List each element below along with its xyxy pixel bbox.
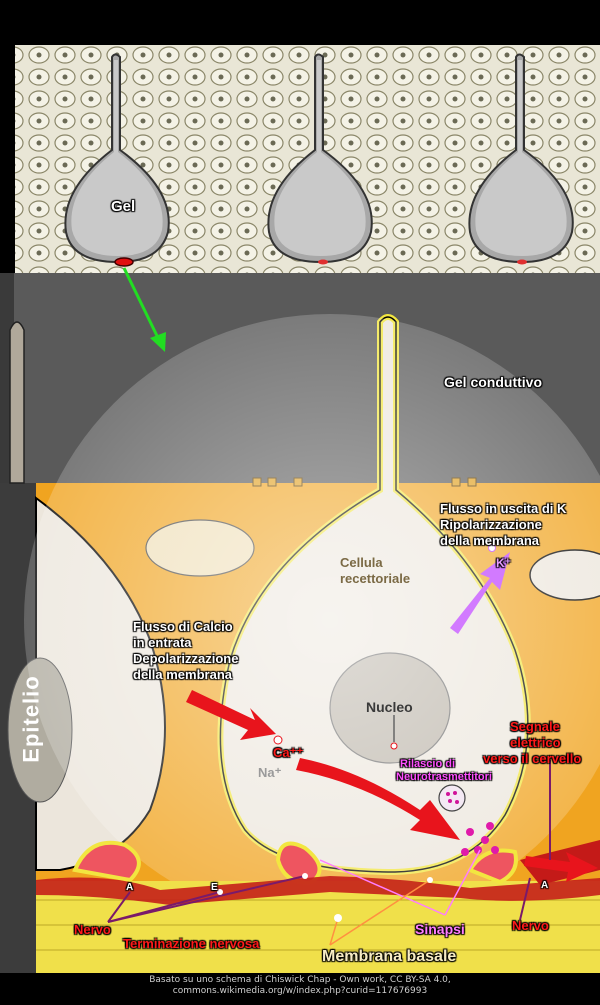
label-k-ion: K⁺ bbox=[496, 556, 511, 570]
zoom-arrow bbox=[122, 267, 166, 352]
label-flusso-k-1: Flusso in uscita di K bbox=[440, 501, 567, 516]
gel-pore-1 bbox=[64, 53, 170, 264]
label-terminazione: Terminazione nervosa bbox=[123, 936, 260, 951]
mark-a-left: A bbox=[126, 882, 134, 893]
signal-arrow-curve bbox=[296, 758, 460, 840]
released-neurotransmitters bbox=[461, 822, 499, 856]
label-cellula-2: recettoriale bbox=[340, 571, 411, 586]
label-epitelio: Epitelio bbox=[18, 675, 44, 763]
label-segnale-3: verso il cervello bbox=[483, 751, 582, 766]
magnifier-overlay bbox=[24, 314, 600, 926]
sinapsi-leaders bbox=[319, 849, 481, 916]
label-nervo-right: Nervo bbox=[512, 918, 549, 933]
credit-line-1: Basato su uno schema di Chiswick Chap - … bbox=[149, 975, 451, 985]
label-sinapsi: Sinapsi bbox=[415, 921, 465, 937]
label-nucleo: Nucleo bbox=[366, 699, 413, 715]
label-na-ion: Na⁺ bbox=[258, 765, 282, 780]
label-flusso-ca-4: della membrana bbox=[133, 667, 232, 682]
gel-micrograph bbox=[15, 45, 600, 273]
gel-pore-2 bbox=[267, 53, 373, 264]
gel-pore-3 bbox=[468, 53, 574, 264]
label-nervo-left: Nervo bbox=[74, 922, 111, 937]
label-flusso-ca-3: Depolarizzazione bbox=[133, 651, 239, 666]
nervo-leaders bbox=[107, 760, 551, 923]
credit-text: Basato su uno schema di Chiswick Chap - … bbox=[0, 975, 600, 997]
label-flusso-ca-1: Flusso di Calcio bbox=[133, 619, 233, 634]
label-gel: Gel bbox=[111, 198, 136, 215]
label-flusso-ca-2: in entrata bbox=[133, 635, 192, 650]
label-cellula-1: Cellula bbox=[340, 555, 383, 570]
mark-e: E bbox=[211, 882, 218, 893]
label-flusso-k-2: Ripolarizzazione bbox=[440, 517, 542, 532]
potassium-arrow bbox=[450, 552, 510, 634]
label-segnale-1: Segnale bbox=[510, 719, 560, 734]
label-membrana: Membrana basale bbox=[322, 948, 457, 965]
synapse-bulb-middle bbox=[275, 841, 322, 885]
credit-line-2: commons.wikimedia.org/w/index.php?curid=… bbox=[172, 986, 428, 996]
label-flusso-k-3: della membrana bbox=[440, 533, 539, 548]
mark-a-right: A bbox=[541, 880, 549, 891]
signal-out-arrow bbox=[524, 852, 598, 882]
calcium-arrow bbox=[186, 690, 276, 740]
label-ca-ion: Ca⁺⁺ bbox=[273, 745, 304, 760]
label-segnale-2: elettrico bbox=[510, 735, 561, 750]
label-gel-conduttivo: Gel conduttivo bbox=[444, 374, 542, 390]
label-rilascio-1: Rilascio di bbox=[400, 758, 456, 770]
neurotransmitter-vesicle bbox=[438, 784, 466, 812]
synapse-bulb-right bbox=[467, 848, 518, 885]
synapse-bulb-left bbox=[72, 840, 141, 883]
highlight-spot bbox=[114, 257, 134, 267]
label-rilascio-2: Neurotrasmettitori bbox=[396, 771, 492, 783]
nerve-fibre bbox=[36, 876, 600, 905]
